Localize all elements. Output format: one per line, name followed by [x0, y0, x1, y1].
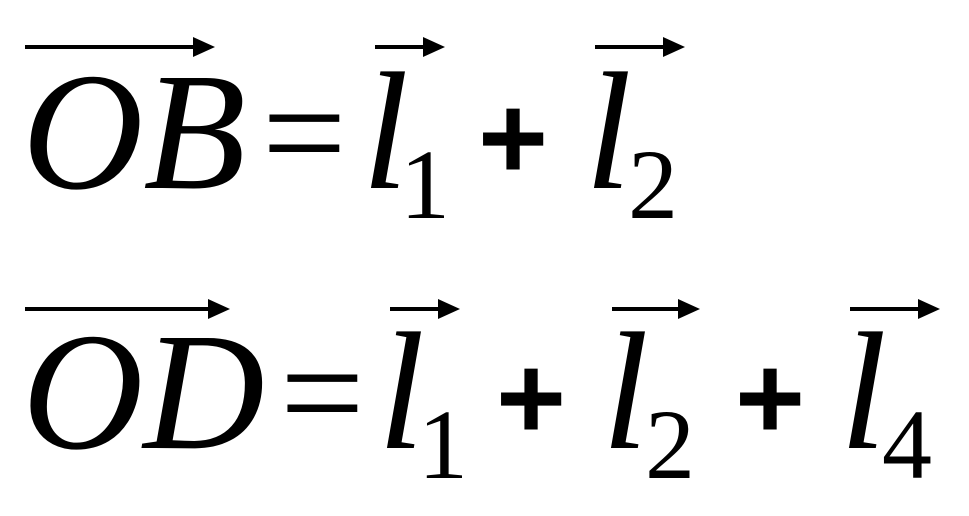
- vector-arrow-icon: [390, 299, 460, 319]
- equals-sign: =: [280, 310, 365, 476]
- subscript: 1: [400, 129, 450, 240]
- vector-arrow-icon: [850, 299, 940, 319]
- vector-l: l: [585, 39, 632, 225]
- vector-arrow-icon: [375, 37, 445, 57]
- plus-sign: +: [735, 331, 806, 465]
- vector-l: l: [602, 299, 649, 485]
- vector-arrow-icon: [25, 299, 230, 319]
- vector-ob: OB: [22, 39, 246, 225]
- plus-sign: +: [496, 331, 567, 465]
- vector-arrow-icon: [612, 299, 700, 319]
- vector-l: l: [362, 39, 409, 225]
- equals-sign: =: [262, 50, 347, 216]
- vector-l: l: [378, 299, 425, 485]
- plus-sign: +: [478, 71, 549, 205]
- subscript: 2: [645, 389, 695, 500]
- subscript: 1: [418, 389, 468, 500]
- vector-l: l: [840, 299, 887, 485]
- vector-arrow-icon: [25, 37, 215, 57]
- vector-arrow-icon: [595, 37, 685, 57]
- subscript: 2: [628, 129, 678, 240]
- subscript: 4: [882, 389, 932, 500]
- vector-od: OD: [22, 299, 265, 485]
